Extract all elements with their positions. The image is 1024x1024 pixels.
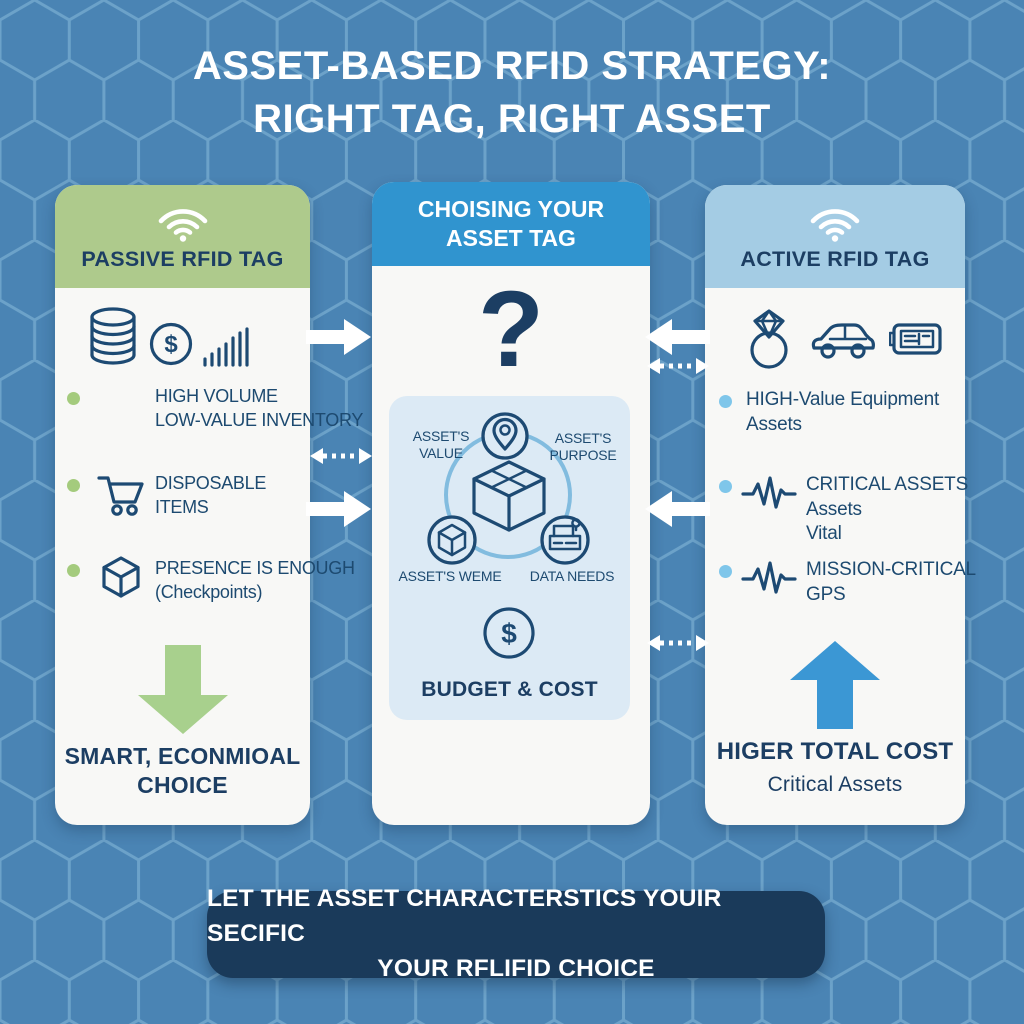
bullet-line: HIGH-Value Equipment: [746, 389, 940, 410]
passive-bullet-2-text: DISPOSABLE ITEMS: [155, 472, 266, 520]
passive-bullet-1: HIGH VOLUME LOW-VALUE INVENTORY: [67, 385, 363, 433]
conclusion-subline: Critical Assets: [767, 773, 903, 796]
active-icon-row: [743, 309, 943, 369]
location-pin-icon: [481, 412, 529, 460]
pulse-icon: [741, 561, 797, 594]
bullet-dot: [67, 564, 80, 577]
diamond-ring-icon: [750, 309, 788, 369]
dollar-circle-icon: $: [149, 322, 193, 366]
title-line-2: RIGHT TAG, RIGHT ASSET: [253, 96, 771, 141]
shopping-cart-icon: [97, 476, 144, 516]
pulse-icon: [741, 476, 797, 509]
bullet-line: Assets: [806, 498, 862, 520]
bullet-line: Assets: [746, 413, 802, 435]
battery-tag-icon: [889, 323, 942, 355]
active-bullet-1-text: HIGH-Value Equipment Assets: [746, 388, 939, 437]
bullet-icon-slot: [740, 475, 798, 511]
page-title: ASSET-BASED RFID STRATEGY: RIGHT TAG, RI…: [0, 40, 1024, 146]
cube-icon: [102, 556, 140, 598]
active-rfid-card: ACTIVE RFID TAG: [705, 185, 976, 825]
center-header-line-1: CHOISING YOUR: [417, 195, 605, 222]
wifi-icon: [158, 209, 207, 242]
passive-card-header: PASSIVE RFID TAG: [55, 185, 310, 288]
arrow-left-active-to-center-1: [645, 319, 710, 355]
active-bullet-2: CRITICAL ASSETS Assets Vital: [719, 473, 968, 547]
bar-chart-icon: [203, 327, 249, 367]
bullet-dot: [719, 565, 732, 578]
active-bullet-2-text: CRITICAL ASSETS Assets Vital: [806, 473, 968, 547]
dashed-double-arrow-right-gap-2: [647, 635, 709, 651]
bullet-dot: [67, 392, 80, 405]
passive-icon-row: $: [87, 305, 251, 367]
wifi-icon: [810, 209, 860, 242]
passive-header-label: PASSIVE RFID TAG: [81, 247, 284, 271]
bullet-dot: [67, 479, 80, 492]
bullet-line: HIGH VOLUME: [155, 386, 278, 406]
budget-cost-label: BUDGET & COST: [421, 678, 598, 701]
coins-stack-icon: [90, 307, 136, 365]
bullet-dot: [719, 395, 732, 408]
center-card-header: CHOISING YOUR ASSET TAG: [372, 182, 650, 266]
conclusion-line: CHOICE: [137, 771, 228, 798]
machine-icon: [540, 515, 590, 565]
passive-rfid-card: PASSIVE RFID TAG $ HIGH VOL: [55, 185, 363, 825]
title-line-1: ASSET-BASED RFID STRATEGY:: [192, 44, 832, 88]
data-needs-label: DATA NEEDS: [529, 568, 615, 584]
assets-weme-label: ASSET'S WEME: [398, 568, 502, 584]
open-box-icon: [472, 460, 546, 534]
center-header-line-2: ASSET TAG: [446, 225, 576, 251]
bullet-line: GPS: [806, 583, 846, 605]
banner-line-2: YOUR RFLIFID CHOICE: [377, 954, 655, 982]
active-bullet-1: HIGH-Value Equipment Assets: [719, 388, 939, 437]
cube-node-icon: [427, 515, 477, 565]
bullet-line: Vital: [806, 523, 842, 545]
label-line: ASSET'S: [412, 428, 470, 444]
bullet-line: (Checkpoints): [155, 581, 263, 602]
label-line: ASSET'S: [554, 430, 612, 446]
label-line: PURPOSE: [549, 447, 617, 464]
bullet-icon-slot: [90, 472, 152, 517]
car-icon: [811, 323, 875, 359]
bullet-line: PRESENCE IS ENOUGH: [155, 558, 355, 578]
decision-diagram-box: $ ASSET'S VALUE ASSET'S PURPOSE ASSET'S …: [389, 396, 630, 720]
passive-conclusion: SMART, ECONMIOAL CHOICE: [55, 742, 310, 800]
label-line: VALUE: [419, 445, 463, 462]
bottom-banner: LET THE ASSET CHARACTERSTICS YOUIR SECIF…: [207, 885, 825, 982]
arrow-left-active-to-center-2: [645, 491, 710, 527]
assets-purpose-label: ASSET'S PURPOSE: [537, 430, 629, 464]
arrow-right-passive-to-center-1: [306, 319, 371, 355]
passive-bullet-3-text: PRESENCE IS ENOUGH (Checkpoints): [155, 557, 355, 605]
bullet-dot: [719, 480, 732, 493]
passive-bullet-3: PRESENCE IS ENOUGH (Checkpoints): [67, 556, 355, 605]
bullet-line: CRITICAL ASSETS: [806, 474, 969, 495]
dashed-double-arrow-right-gap-1: [647, 358, 709, 374]
down-arrow-icon: [137, 645, 228, 734]
conclusion-line: HIGER TOTAL COST: [716, 738, 954, 765]
banner-line-1: LET THE ASSET CHARACTERSTICS YOUIR SECIF…: [207, 885, 722, 948]
conclusion-line: SMART, ECONMIOAL: [64, 743, 301, 769]
bullet-icon-slot: [740, 560, 798, 596]
dollar-glyph: $: [164, 331, 178, 358]
bullet-line: MISSION-CRITICAL: [806, 559, 976, 580]
active-conclusion: HIGER TOTAL COST Critical Assets: [705, 737, 965, 798]
budget-dollar-circle-icon: $: [483, 607, 535, 659]
bullet-line: LOW-VALUE INVENTORY: [155, 409, 364, 430]
dollar-glyph: $: [501, 618, 517, 649]
assets-value-label: ASSET'S VALUE: [395, 428, 487, 462]
active-header-label: ACTIVE RFID TAG: [740, 247, 930, 271]
passive-bullet-1-text: HIGH VOLUME LOW-VALUE INVENTORY: [155, 385, 363, 433]
dashed-double-arrow-left-gap: [310, 448, 372, 464]
arrow-right-passive-to-center-2: [306, 491, 371, 527]
bullet-icon-slot: [90, 556, 152, 601]
question-mark: ?: [478, 268, 544, 389]
active-card-header: ACTIVE RFID TAG: [705, 185, 965, 288]
decision-cycle-diagram: $: [427, 412, 590, 659]
bullet-line: DISPOSABLE: [155, 473, 267, 493]
up-arrow-icon: [790, 641, 880, 729]
active-bullet-3: MISSION-CRITICAL GPS: [719, 558, 976, 607]
bullet-line: ITEMS: [155, 496, 209, 517]
choosing-asset-tag-card: CHOISING YOUR ASSET TAG ?: [372, 182, 650, 825]
active-bullet-3-text: MISSION-CRITICAL GPS: [806, 558, 976, 607]
passive-bullet-2: DISPOSABLE ITEMS: [67, 472, 266, 520]
